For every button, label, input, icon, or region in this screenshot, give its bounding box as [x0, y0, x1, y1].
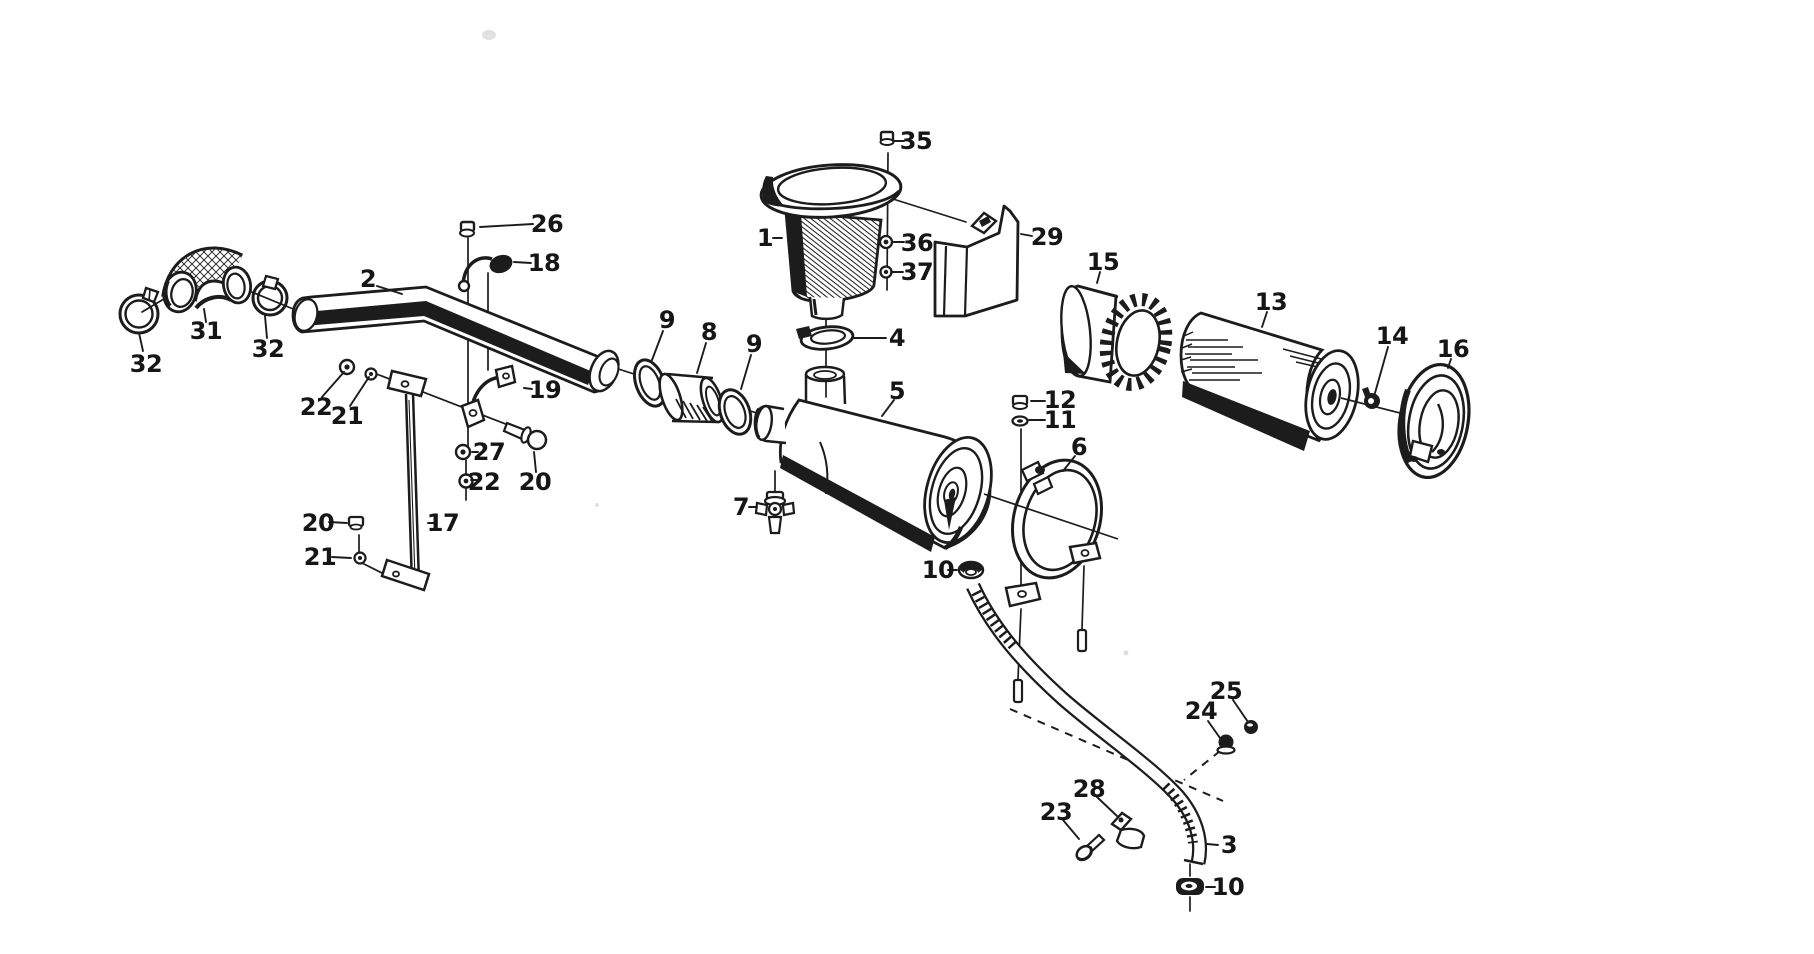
part-17-support-bracket	[380, 369, 431, 592]
part-29-deflector-shield	[933, 204, 1020, 318]
part-35-bolt	[879, 130, 895, 146]
leader-lines	[138, 140, 1452, 888]
callout-3: 3	[1220, 831, 1238, 859]
callout-16: 16	[1436, 335, 1470, 363]
dashed-locating-lines	[1009, 708, 1224, 802]
callout-27: 27	[472, 438, 506, 466]
part-28-clip	[1110, 811, 1146, 850]
callout-12: 12	[1043, 386, 1077, 414]
callout-15: 15	[1086, 248, 1120, 276]
part-10-fitting-top	[957, 560, 985, 580]
callout-31: 31	[189, 317, 223, 345]
part-9-ring-second	[717, 388, 753, 436]
callout-8: 8	[700, 318, 718, 346]
part-3-hose	[966, 582, 1208, 866]
callout-5: 5	[888, 377, 906, 405]
callout-26: 26	[530, 210, 564, 238]
callout-9-first: 9	[658, 306, 676, 334]
part-25-nut	[1244, 720, 1258, 734]
callout-7: 7	[732, 493, 750, 521]
callout-17: 17	[426, 509, 460, 537]
fasteners-bracket-area	[338, 358, 548, 565]
scan-specks	[482, 30, 1129, 656]
filter-texture-lines	[1180, 331, 1331, 381]
part-26-bolt	[459, 220, 476, 238]
callout-4: 4	[888, 324, 906, 352]
callout-36: 36	[900, 229, 934, 257]
axis-canister-band	[983, 493, 1119, 540]
part-36-washer	[878, 234, 894, 250]
part-15-finned-ring	[1060, 284, 1173, 391]
callout-1: 1	[756, 224, 774, 252]
callout-10-bottom: 10	[1211, 873, 1245, 901]
part-23-bolt	[1075, 833, 1106, 862]
part-14-wing-nut	[1362, 387, 1380, 409]
callout-14: 14	[1375, 322, 1409, 350]
callout-24: 24	[1184, 697, 1218, 725]
callout-32-right: 32	[251, 335, 285, 363]
part-7-drain-plug	[754, 490, 796, 535]
part-19-clamp-lower	[460, 364, 517, 429]
part-4-clamp-ring	[796, 325, 855, 351]
callout-28: 28	[1072, 775, 1106, 803]
part-13-filter-element	[1179, 311, 1360, 451]
callout-10-top: 10	[921, 556, 955, 584]
callout-21-upper: 21	[330, 402, 364, 430]
callout-22-upper: 22	[299, 393, 333, 421]
part-32-clamp-left	[118, 286, 160, 335]
part-31-elbow-hose	[161, 246, 253, 314]
part-37-washer	[879, 265, 893, 279]
part-16-end-cover	[1397, 362, 1471, 480]
part-11-washer	[1011, 415, 1029, 427]
part-5-canister	[753, 365, 993, 552]
callout-22-lower: 22	[467, 468, 501, 496]
callout-20-left: 20	[301, 509, 335, 537]
callout-21-left: 21	[303, 543, 337, 571]
part-1-precleaner	[759, 163, 903, 321]
part-8-sleeve	[658, 372, 725, 424]
part-12-nut	[1011, 394, 1029, 410]
part-18-clamp-upper	[457, 254, 513, 293]
callout-6: 6	[1070, 433, 1088, 461]
callout-9-second: 9	[745, 330, 763, 358]
callout-37: 37	[900, 258, 934, 286]
callout-32-left: 32	[129, 350, 163, 378]
callout-20-right: 20	[518, 468, 552, 496]
callout-35: 35	[899, 127, 933, 155]
callout-29: 29	[1030, 223, 1064, 251]
part-10-fitting-bottom	[1176, 878, 1204, 895]
callout-2: 2	[359, 265, 377, 293]
callout-25: 25	[1209, 677, 1243, 705]
part-6-mounting-band	[1004, 458, 1104, 704]
callout-23: 23	[1039, 798, 1073, 826]
callout-18: 18	[527, 249, 561, 277]
part-2-intake-pipe	[291, 285, 620, 394]
part-32-clamp-right	[251, 274, 289, 317]
part-24-nut	[1216, 734, 1236, 755]
callout-13: 13	[1254, 288, 1288, 316]
callout-11: 11	[1043, 406, 1077, 434]
callout-19: 19	[528, 376, 562, 404]
